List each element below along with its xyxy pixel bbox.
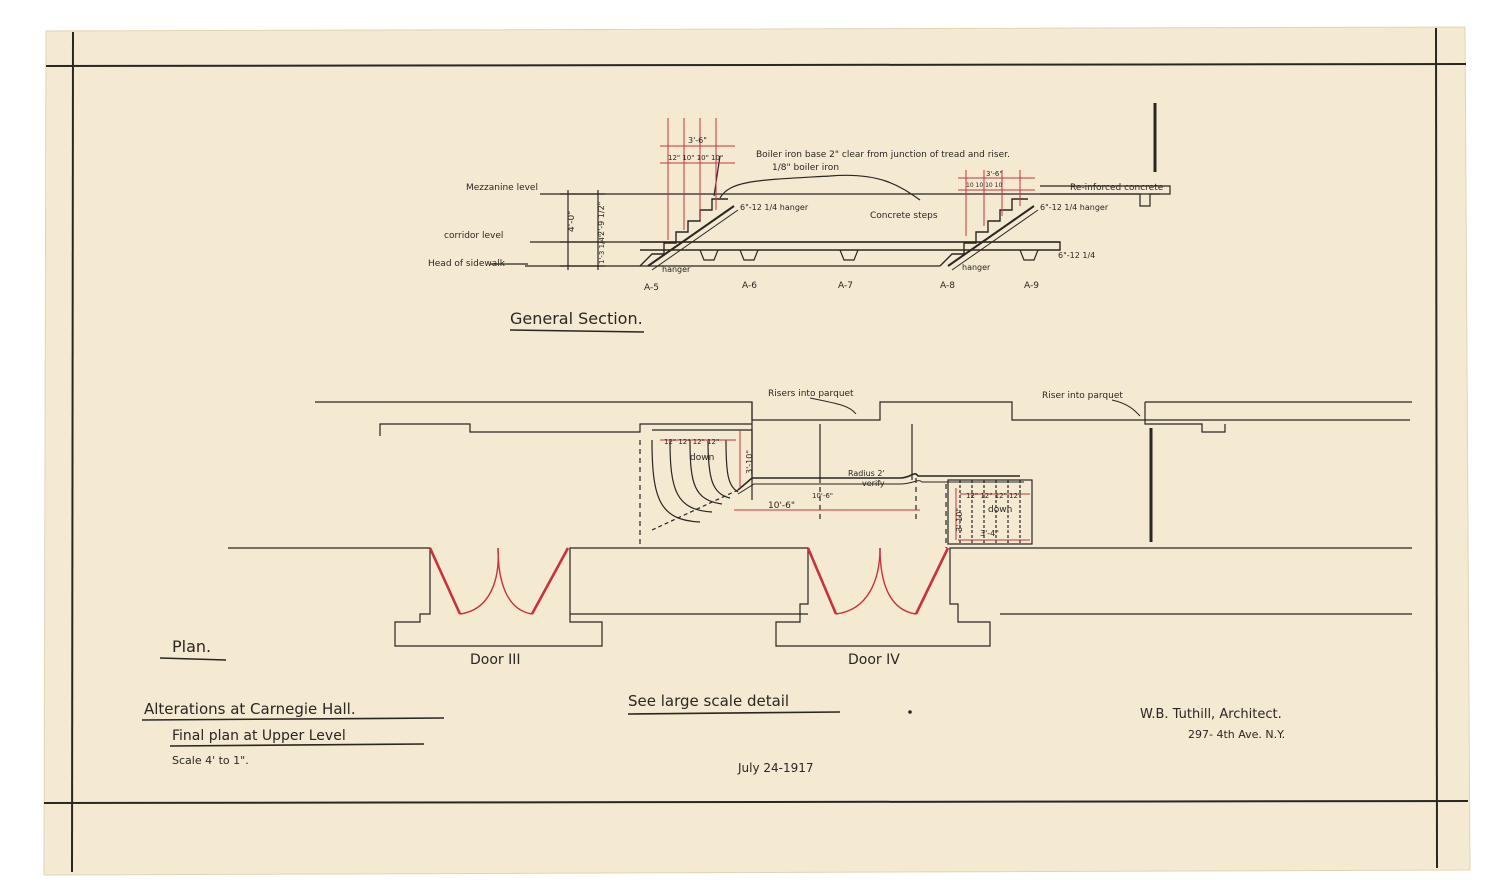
sidewalk-label: Head of sidewalk bbox=[428, 259, 506, 269]
beam-size-label: 6"-12 1/4 bbox=[1058, 251, 1095, 260]
column-a8: A-8 bbox=[940, 281, 955, 291]
width-right: 3'-6" bbox=[986, 170, 1003, 178]
tread-left: 12" 10" 10" 10" bbox=[668, 154, 723, 162]
riser-left-label: Risers into parquet bbox=[768, 389, 854, 399]
mezzanine-level-label: Mezzanine level bbox=[466, 183, 538, 193]
boiler-iron-note: 1/8" boiler iron bbox=[772, 163, 839, 173]
column-a6: A-6 bbox=[742, 281, 757, 291]
section-labels: Mezzanine level corridor level Head of s… bbox=[428, 136, 1164, 333]
plan-doors bbox=[428, 547, 950, 615]
ink-dot bbox=[908, 710, 912, 714]
title-scale: Scale 4' to 1". bbox=[172, 754, 249, 767]
radius-label: Radius 2' bbox=[848, 469, 885, 478]
treads-left: 12" 12" 12" 12" bbox=[664, 438, 719, 446]
column-a7: A-7 bbox=[838, 281, 853, 291]
dim-left-h: 3'-10" bbox=[745, 450, 754, 474]
plan-red-dims bbox=[660, 430, 1030, 541]
tracing-paper bbox=[43, 26, 1471, 876]
riser-right-label: Riser into parquet bbox=[1042, 391, 1123, 401]
hanger-label-a: 6"-12 1/4 hanger bbox=[740, 203, 809, 212]
tread-right: 10 10 10 10 bbox=[966, 182, 1002, 189]
down-left-label: down bbox=[690, 453, 714, 463]
concrete-steps-note: Concrete steps bbox=[870, 211, 938, 221]
verify-label: verify bbox=[862, 479, 885, 488]
title-line1: Alterations at Carnegie Hall. bbox=[144, 700, 356, 718]
architect-label: W.B. Tuthill, Architect. bbox=[1140, 707, 1282, 722]
height-lower: 1'-3 1/4" bbox=[598, 234, 606, 264]
height-upper: 2'-9 1/2" bbox=[597, 202, 606, 236]
treads-right: 12" 12" 12" 12" bbox=[966, 492, 1021, 500]
hanger-label-c: hanger bbox=[662, 265, 691, 274]
dim-length: 10'-6" bbox=[768, 501, 795, 511]
title-block: Alterations at Carnegie Hall. Final plan… bbox=[141, 692, 1285, 775]
plan-walls bbox=[228, 401, 1412, 647]
reinforced-note: Re-inforced concrete bbox=[1070, 183, 1164, 193]
boiler-base-note: Boiler iron base 2" clear from junction … bbox=[756, 150, 1010, 160]
address-label: 297- 4th Ave. N.Y. bbox=[1188, 728, 1285, 741]
column-a5: A-5 bbox=[644, 283, 659, 293]
height-total: 4'-0" bbox=[567, 211, 577, 232]
down-right-label: down bbox=[988, 505, 1012, 515]
title-line2: Final plan at Upper Level bbox=[172, 728, 346, 744]
hanger-label-d: hanger bbox=[962, 263, 991, 272]
plan-labels: Risers into parquet Riser into parquet R… bbox=[159, 389, 1141, 668]
column-a9: A-9 bbox=[1024, 281, 1039, 291]
slab-haunches bbox=[699, 249, 1039, 261]
dim-length-b: 10'-6" bbox=[812, 492, 833, 500]
door3-label: Door III bbox=[470, 652, 521, 668]
date-label: July 24-1917 bbox=[737, 761, 814, 775]
detail-note: See large scale detail bbox=[628, 692, 789, 710]
dim-right-w: 3'-4" bbox=[980, 529, 999, 538]
dim-right-h: 3'-10" bbox=[955, 508, 964, 532]
section-title: General Section. bbox=[510, 309, 643, 328]
door4-label: Door IV bbox=[848, 652, 900, 668]
general-section bbox=[490, 103, 1171, 271]
sheet-border bbox=[43, 27, 1469, 873]
width-left: 3'-6" bbox=[688, 136, 707, 145]
plan-title: Plan. bbox=[172, 637, 211, 656]
corridor-level-label: corridor level bbox=[444, 231, 503, 241]
section-red-dims bbox=[660, 118, 1035, 240]
hanger-label-b: 6"-12 1/4 hanger bbox=[1040, 203, 1109, 212]
